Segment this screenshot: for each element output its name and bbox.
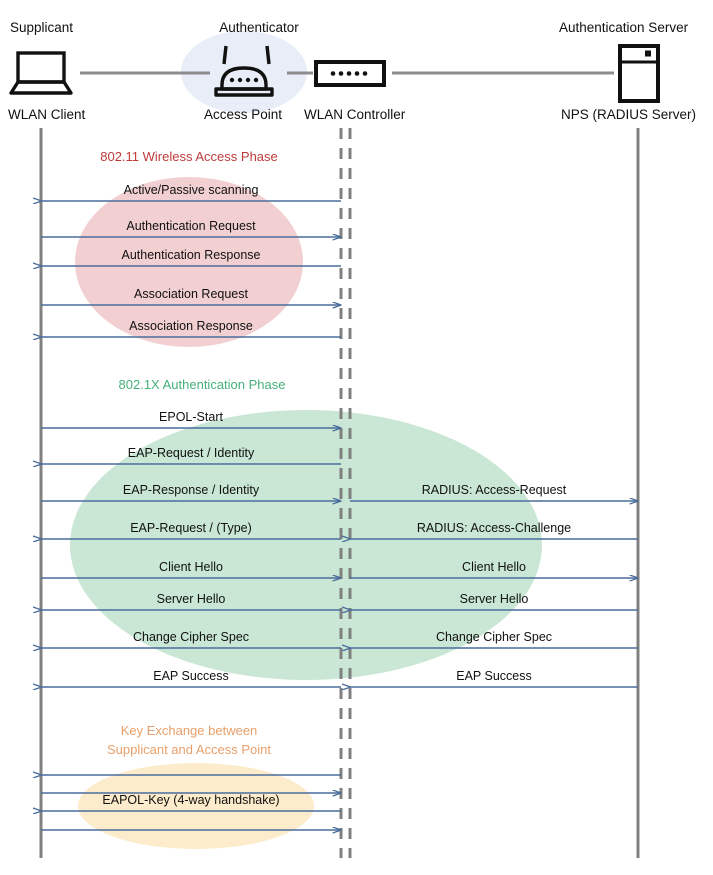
message-label: Authentication Request [126, 219, 256, 233]
message-label: RADIUS: Access-Challenge [416, 521, 572, 535]
message-label: Server Hello [459, 592, 529, 606]
phase-ellipse-key-exchange [78, 763, 314, 849]
message-label: EAPOL-Key (4-way handshake) [102, 793, 280, 807]
phase-label-key-exchange-line2: Supplicant and Access Point [106, 742, 272, 757]
message-label: EPOL-Start [159, 410, 223, 424]
message-label: Client Hello [462, 560, 526, 574]
actor-device-wlan-client: WLAN Client [8, 107, 86, 122]
actor-device-access-point: Access Point [204, 107, 283, 122]
message-label: EAP Success [456, 669, 532, 683]
laptop-icon [9, 51, 73, 95]
message-label: Association Response [129, 319, 253, 333]
message-label: EAP-Response / Identity [122, 483, 260, 497]
message-label: RADIUS: Access-Request [421, 483, 567, 497]
phase-label-dot1x-auth: 802.1X Authentication Phase [118, 377, 286, 392]
authenticator-halo [181, 31, 307, 113]
message-label: Active/Passive scanning [123, 183, 259, 197]
actor-device-wlan-controller: WLAN Controller [304, 107, 406, 122]
phase-label-key-exchange: Key Exchange between Supplicant and Acce… [107, 721, 271, 759]
message-label: EAP-Request / Identity [127, 446, 255, 460]
wlan-controller-icon [314, 60, 386, 87]
phase-label-wireless-access: 802.11 Wireless Access Phase [100, 149, 278, 164]
actor-role-authenticator: Authenticator [219, 20, 299, 35]
actor-role-authentication-server: Authentication Server [559, 20, 689, 35]
actor-role-supplicant: Supplicant [10, 20, 74, 35]
actor-device-nps-radius-server: NPS (RADIUS Server) [561, 107, 697, 122]
message-label: Authentication Response [121, 248, 261, 262]
phase-ellipse-dot1x-auth [70, 410, 542, 680]
access-point-icon [214, 45, 274, 97]
message-label: EAP-Request / (Type) [130, 521, 252, 535]
message-arrow-layer [41, 201, 638, 830]
message-label: Server Hello [156, 592, 226, 606]
server-icon [618, 44, 660, 103]
message-label: Client Hello [159, 560, 223, 574]
message-label: Change Cipher Spec [132, 630, 250, 644]
message-label: EAP Success [153, 669, 229, 683]
message-label: Change Cipher Spec [435, 630, 553, 644]
message-label: Association Request [134, 287, 248, 301]
phase-label-key-exchange-line1: Key Exchange between [120, 723, 258, 738]
